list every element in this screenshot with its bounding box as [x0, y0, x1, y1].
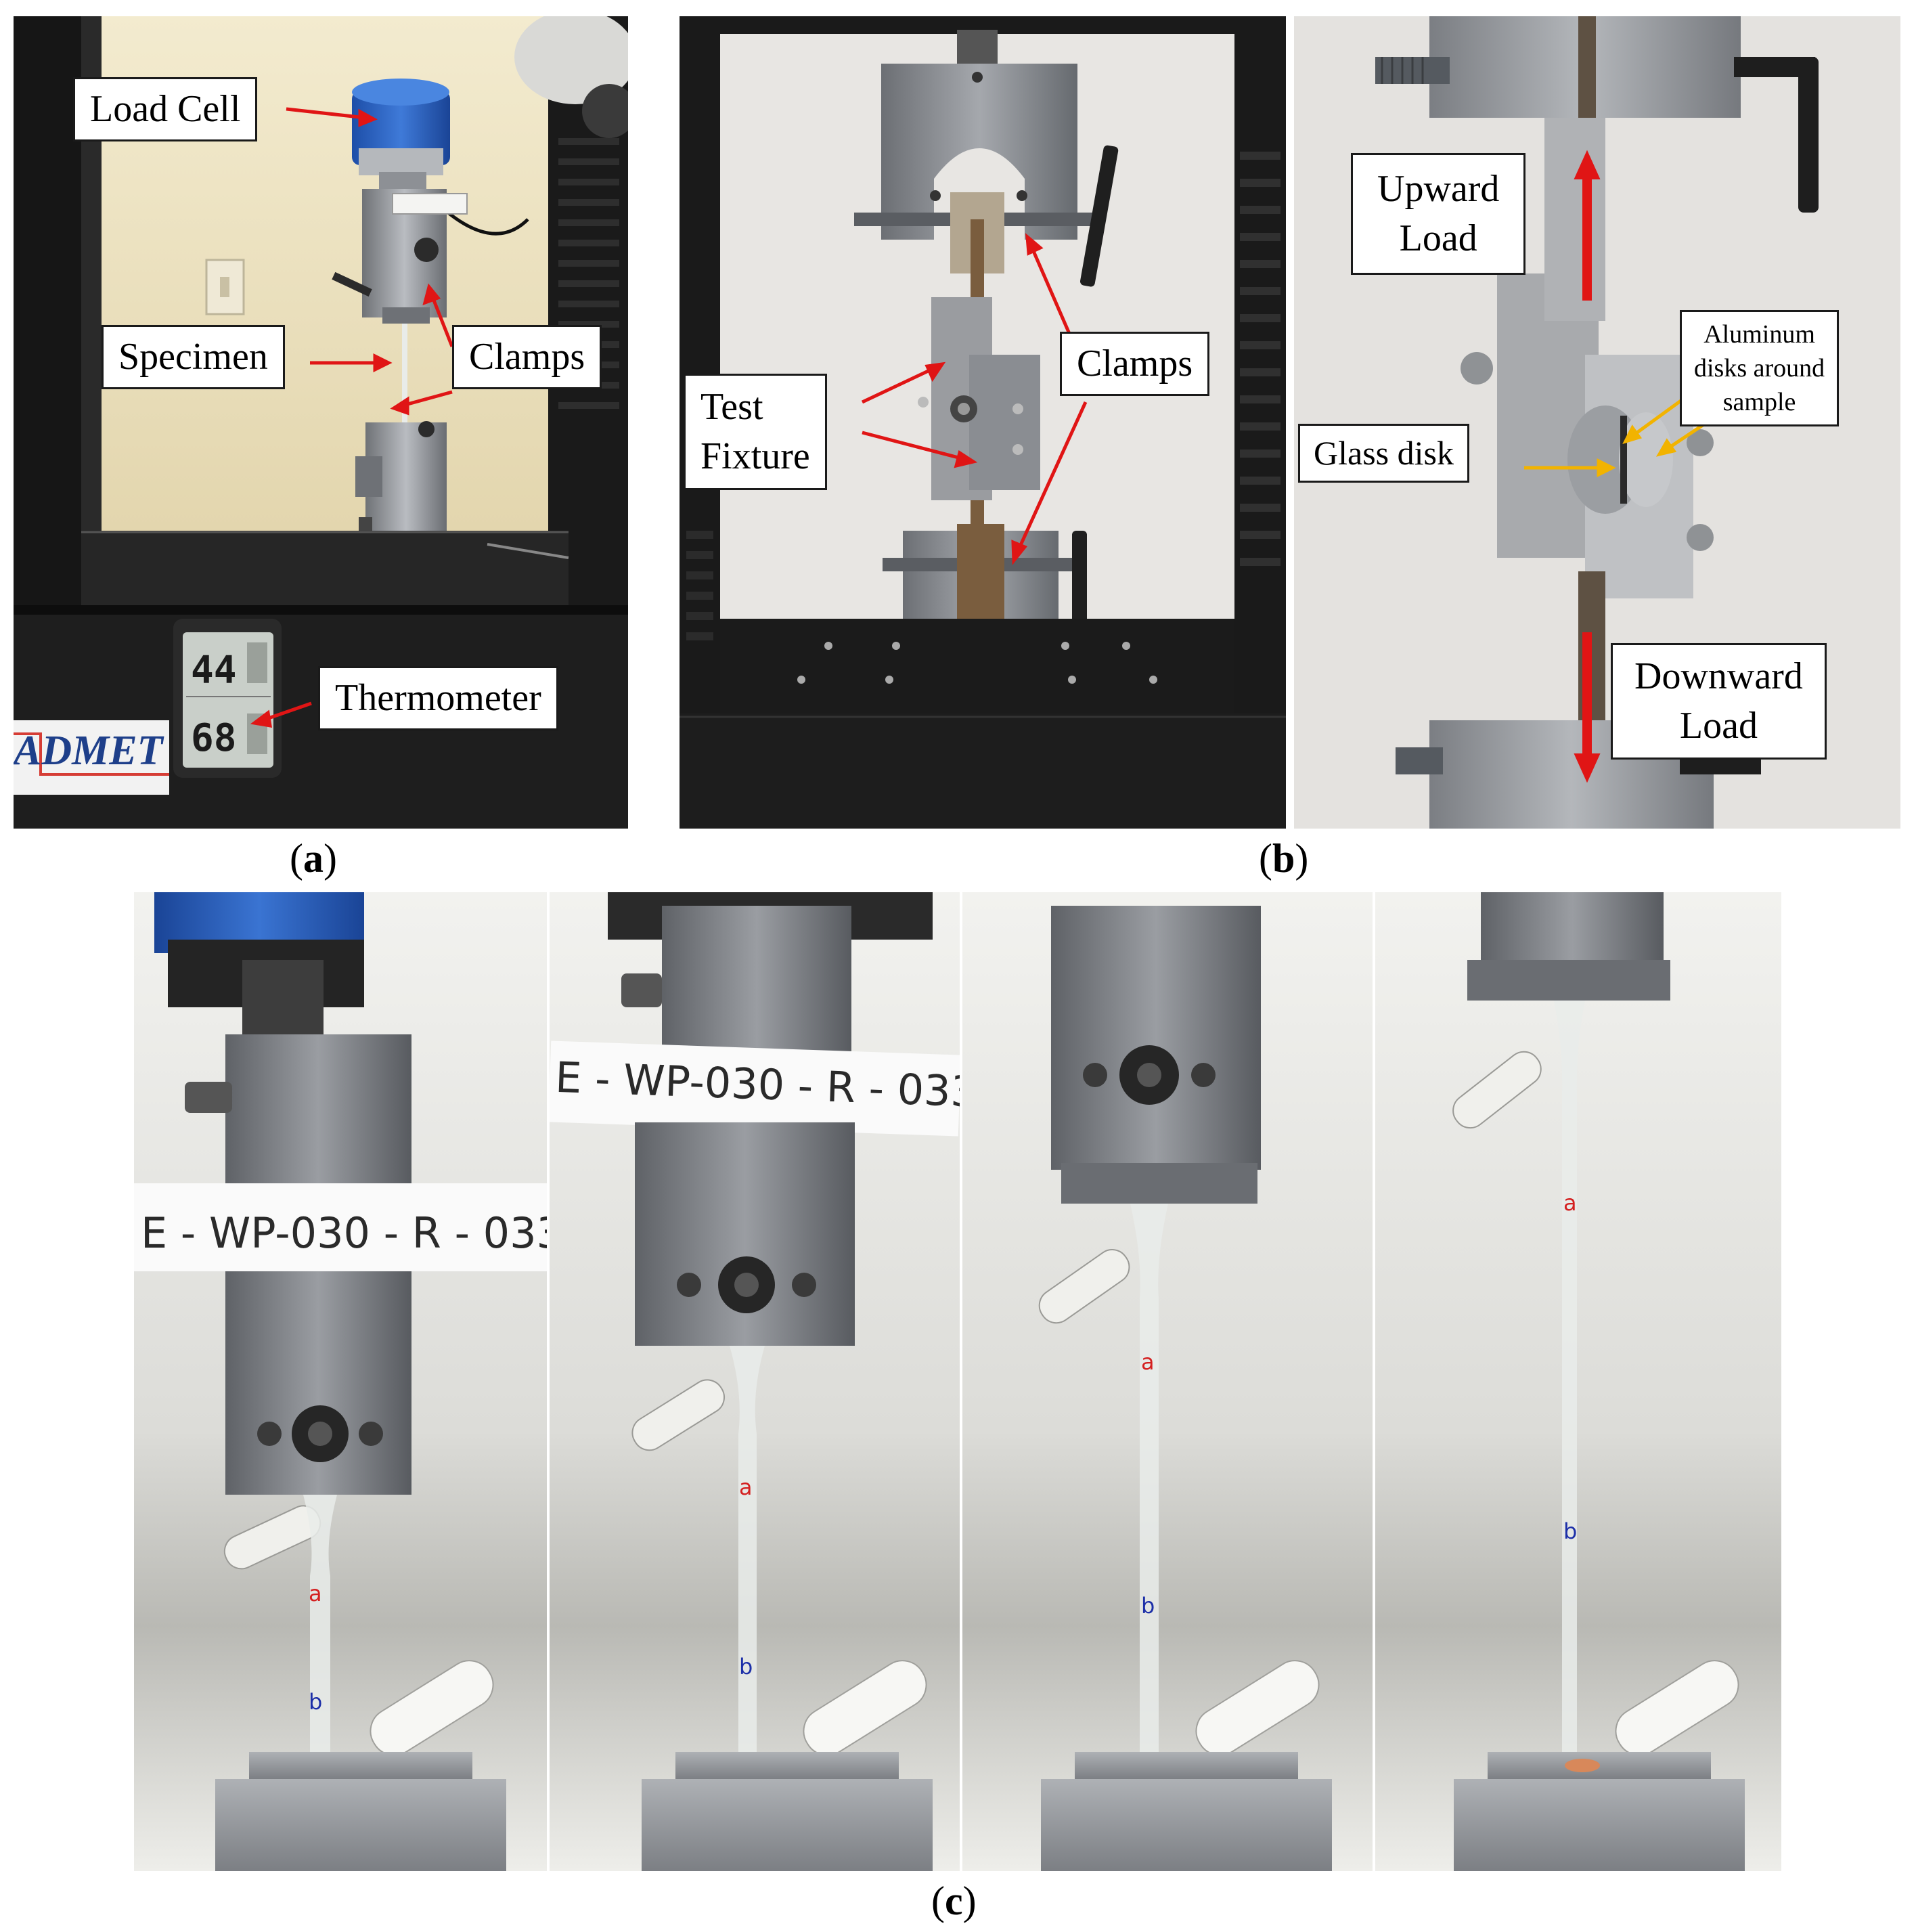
caption-b: (b) — [1259, 836, 1309, 881]
marker-b-frame3: b — [1141, 1593, 1155, 1619]
aluminum-line3: sample — [1722, 388, 1796, 417]
caption-c: (c) — [931, 1879, 977, 1923]
marker-a-frame3: a — [1141, 1349, 1155, 1375]
glass-disk-label: Glass disk — [1298, 424, 1469, 483]
clamps-label-b: Clamps — [1060, 332, 1210, 396]
sequence-frame-3: a b — [962, 892, 1373, 1871]
upward-load-label: Upward Load — [1351, 153, 1526, 275]
thermometer-label: Thermometer — [318, 666, 558, 730]
aluminum-line2: disks around — [1694, 354, 1825, 383]
test-fixture-line1: Test — [700, 386, 763, 428]
thermometer-top-reading: 44 — [191, 649, 236, 693]
downward-load-label: Downward Load — [1611, 643, 1827, 760]
upward-load-line1: Upward — [1377, 168, 1500, 210]
test-fixture-label: Test Fixture — [684, 374, 827, 490]
downward-load-line2: Load — [1679, 704, 1758, 747]
upward-load-line2: Load — [1399, 217, 1477, 259]
marker-a-frame1: a — [309, 1581, 322, 1606]
specimen-label: Specimen — [102, 325, 285, 389]
clamps-label-a: Clamps — [452, 325, 602, 389]
panel-c-sequence: E - WP-030 - R - 033 - 2 a b E - WP-030 … — [134, 892, 1781, 1871]
marker-b-frame1: b — [309, 1689, 322, 1715]
panel-a-photo: ADMET 44 68 — [14, 16, 628, 829]
marker-b-frame2: b — [739, 1654, 753, 1679]
marker-a-frame4: a — [1563, 1190, 1577, 1216]
aluminum-line1: Aluminum — [1703, 320, 1815, 349]
sequence-frame-1: E - WP-030 - R - 033 - 2 a b — [134, 892, 631, 1871]
sequence-frame-2: E - WP-030 - R - 033 - 2 a b — [548, 892, 1046, 1871]
brand-logo-text: ADMET — [14, 728, 164, 774]
test-fixture-line2: Fixture — [700, 435, 810, 477]
marker-b-frame4: b — [1563, 1518, 1577, 1544]
thermometer-bottom-reading: 68 — [191, 716, 236, 760]
sequence-frame-4: a b — [1375, 892, 1781, 1871]
aluminum-disks-label: Aluminum disks around sample — [1680, 310, 1840, 427]
caption-a: (a) — [290, 836, 337, 881]
marker-a-frame2: a — [739, 1474, 753, 1500]
load-cell-label: Load Cell — [73, 77, 258, 141]
downward-load-line1: Downward — [1634, 655, 1803, 697]
